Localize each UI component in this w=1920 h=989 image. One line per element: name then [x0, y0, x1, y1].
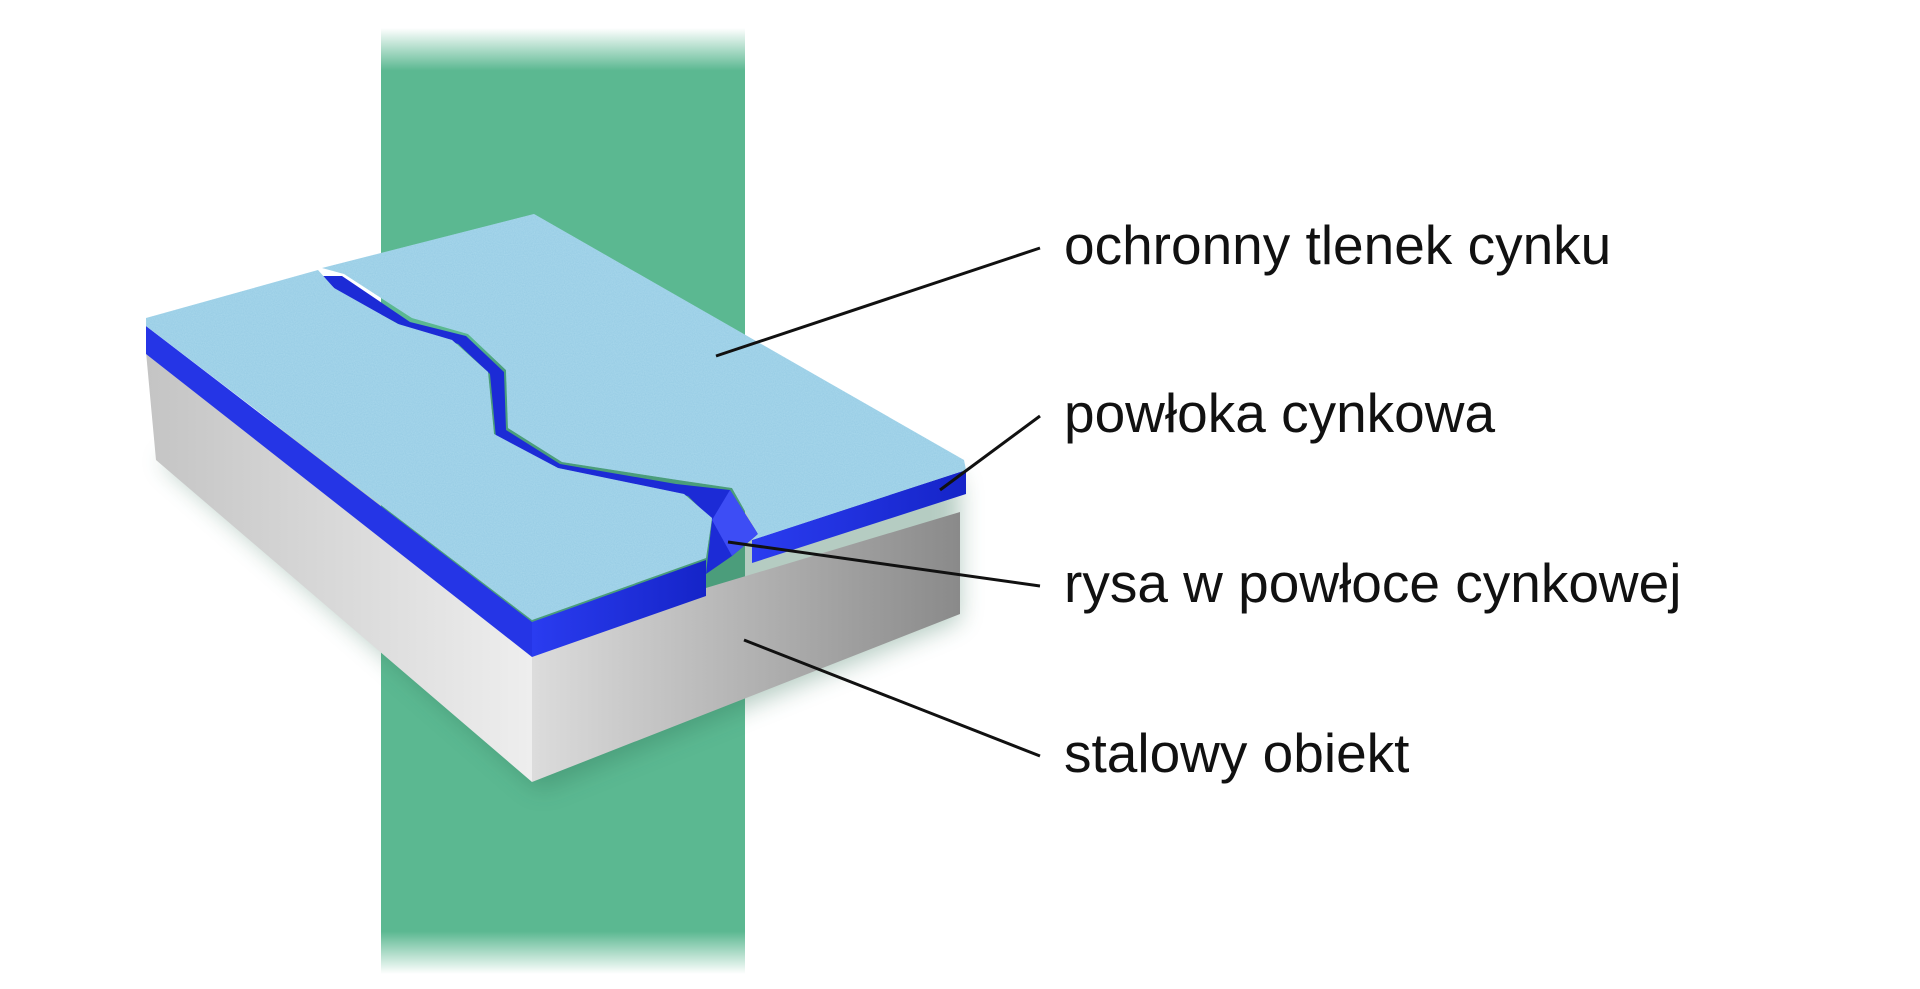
oxide-surface-left — [146, 270, 712, 620]
steel-left-face — [146, 352, 532, 782]
zinc-front-edge-right — [752, 470, 966, 563]
label-zinc-coating: powłoka cynkowa — [1064, 382, 1495, 444]
zinc-front-edge-left — [532, 560, 706, 657]
oxide-surface-right — [322, 214, 966, 540]
leader-line-scratch — [727, 540, 1041, 588]
label-zinc-oxide: ochronny tlenek cynku — [1064, 214, 1611, 276]
label-scratch: rysa w powłoce cynkowej — [1064, 552, 1681, 614]
leader-line-steel-object — [743, 638, 1041, 758]
scratch-groove-shade — [712, 490, 758, 556]
leader-line-zinc-oxide — [715, 246, 1041, 358]
steel-front-face — [532, 512, 960, 782]
zinc-left-edge — [146, 326, 532, 657]
leader-line-zinc-coating — [939, 414, 1041, 492]
label-steel-object: stalowy obiekt — [1064, 722, 1409, 784]
